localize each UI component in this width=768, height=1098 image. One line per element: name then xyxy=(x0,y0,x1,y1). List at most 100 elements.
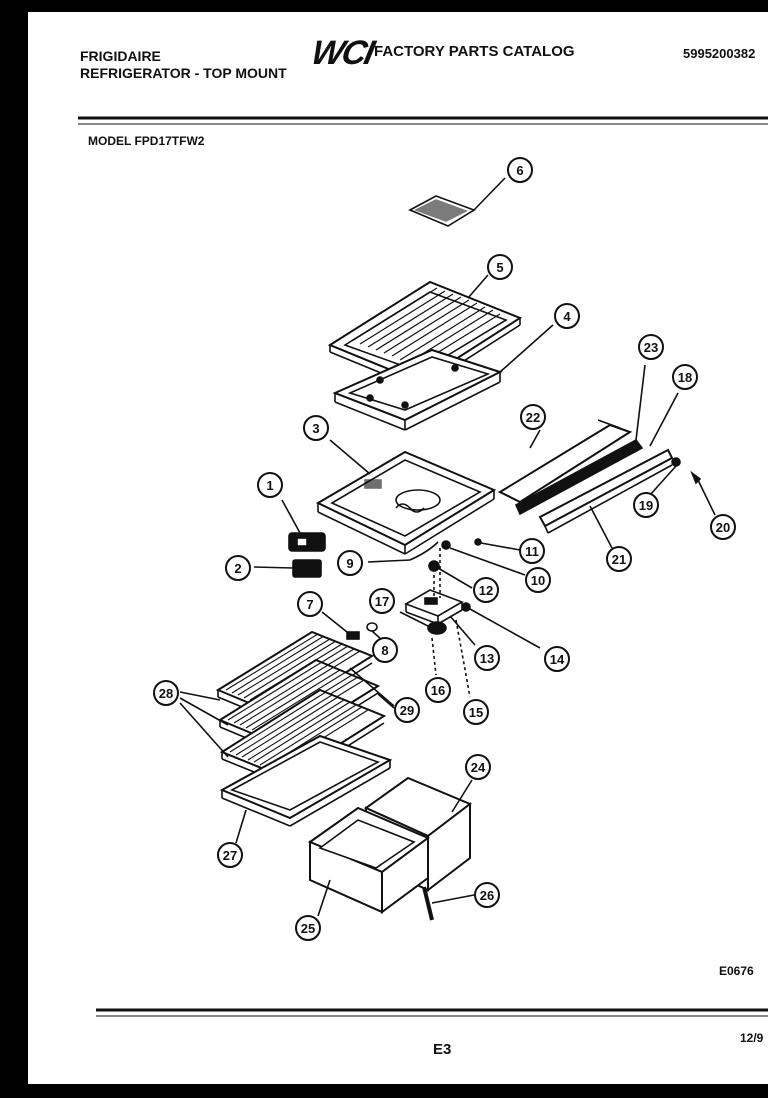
part-3-crisper-cover xyxy=(315,439,497,555)
part-15-pin xyxy=(455,619,471,698)
callout-circle xyxy=(519,538,545,564)
callout-3: 3 xyxy=(303,415,329,441)
callout-circle xyxy=(217,842,243,868)
callout-22: 22 xyxy=(520,404,546,430)
part-25-drawer xyxy=(307,806,430,917)
callout-14: 14 xyxy=(544,646,570,672)
callout-circle xyxy=(295,915,321,941)
callout-29: 29 xyxy=(394,697,420,723)
callout-12: 12 xyxy=(473,577,499,603)
catalog-title: FACTORY PARTS CATALOG xyxy=(374,43,575,60)
callout-circle xyxy=(297,591,323,617)
callout-circle xyxy=(474,645,500,671)
callout-27: 27 xyxy=(217,842,243,868)
callout-circle xyxy=(463,699,489,725)
part-8-clip xyxy=(366,622,383,641)
callout-circle xyxy=(710,514,736,540)
callout-label: 15 xyxy=(469,705,483,720)
callout-label: 24 xyxy=(471,760,486,775)
callout-label: 16 xyxy=(431,683,445,698)
callout-circle xyxy=(474,882,500,908)
part-20-screw xyxy=(690,470,716,516)
callout-circle xyxy=(554,303,580,329)
callout-label: 17 xyxy=(375,594,389,609)
part-4-shelf-frame xyxy=(332,324,554,431)
callout-label: 6 xyxy=(516,163,523,178)
part-23-rail xyxy=(514,364,646,516)
part-14-nut xyxy=(461,602,471,612)
callout-28-leaders xyxy=(179,691,229,758)
callout-label: 26 xyxy=(480,888,494,903)
part-12-dial xyxy=(428,560,473,589)
part-1-bracket xyxy=(281,499,326,552)
callout-label: 7 xyxy=(306,597,313,612)
callout-circle xyxy=(337,550,363,576)
callout-label: 14 xyxy=(550,652,565,667)
callout-circle xyxy=(633,492,659,518)
part-10-knob xyxy=(441,540,451,550)
callout-label: 18 xyxy=(678,370,692,385)
callout-label: 3 xyxy=(312,421,319,436)
callout-circle xyxy=(257,472,283,498)
brand-name: FRIGIDAIRE xyxy=(80,48,161,64)
callout-9: 9 xyxy=(337,550,363,576)
page-code: E3 xyxy=(433,1041,452,1058)
callout-circle xyxy=(520,404,546,430)
callout-circle xyxy=(225,555,251,581)
callout-circle xyxy=(525,567,551,593)
callout-label: 2 xyxy=(234,561,241,576)
callout-circle xyxy=(544,646,570,672)
callout-1: 1 xyxy=(257,472,283,498)
part-26-handle xyxy=(422,886,475,921)
part-13-housing xyxy=(404,589,476,646)
part-22-rail xyxy=(497,419,633,504)
part-11-clip xyxy=(474,538,482,546)
callout-29-leaders xyxy=(349,667,395,709)
callout-17: 17 xyxy=(369,588,395,614)
callout-26: 26 xyxy=(474,882,500,908)
callout-circle xyxy=(473,577,499,603)
callout-label: 9 xyxy=(346,556,353,571)
part-7-clip xyxy=(321,611,360,640)
callout-label: 4 xyxy=(563,309,571,324)
part-21-rail xyxy=(544,464,673,549)
callout-label: 25 xyxy=(301,921,315,936)
callout-circle xyxy=(303,415,329,441)
callout-11: 11 xyxy=(519,538,545,564)
product-line: REFRIGERATOR - TOP MOUNT xyxy=(80,65,287,81)
callout-6: 6 xyxy=(507,157,533,183)
callout-5: 5 xyxy=(487,254,513,280)
callout-label: 1 xyxy=(266,478,273,493)
callout-label: 12 xyxy=(479,583,493,598)
part-2-bracket xyxy=(253,559,322,578)
callout-23: 23 xyxy=(638,334,664,360)
callout-label: 20 xyxy=(716,520,730,535)
catalog-number: 5995200382 xyxy=(683,46,756,61)
part-17-gear xyxy=(399,611,447,635)
callout-label: 28 xyxy=(159,686,173,701)
callout-circle xyxy=(507,157,533,183)
callout-15: 15 xyxy=(463,699,489,725)
callout-circle xyxy=(372,637,398,663)
callout-circle xyxy=(394,697,420,723)
catalog-page xyxy=(28,12,768,1084)
callout-label: 5 xyxy=(496,260,503,275)
callout-2: 2 xyxy=(225,555,251,581)
callout-18: 18 xyxy=(672,364,698,390)
callout-label: 19 xyxy=(639,498,653,513)
callout-circle xyxy=(425,677,451,703)
model-label: MODEL FPD17TFW2 xyxy=(88,134,205,148)
callout-label: 23 xyxy=(644,340,658,355)
callout-label: 21 xyxy=(612,552,626,567)
callout-13: 13 xyxy=(474,645,500,671)
callout-label: 8 xyxy=(381,643,388,658)
callout-label: 27 xyxy=(223,848,237,863)
part-16-pin xyxy=(431,637,437,676)
callout-circle xyxy=(672,364,698,390)
callout-8: 8 xyxy=(372,637,398,663)
callout-4: 4 xyxy=(554,303,580,329)
callout-21: 21 xyxy=(606,546,632,572)
callout-label: 10 xyxy=(531,573,545,588)
callout-circle xyxy=(487,254,513,280)
callout-circle xyxy=(369,588,395,614)
